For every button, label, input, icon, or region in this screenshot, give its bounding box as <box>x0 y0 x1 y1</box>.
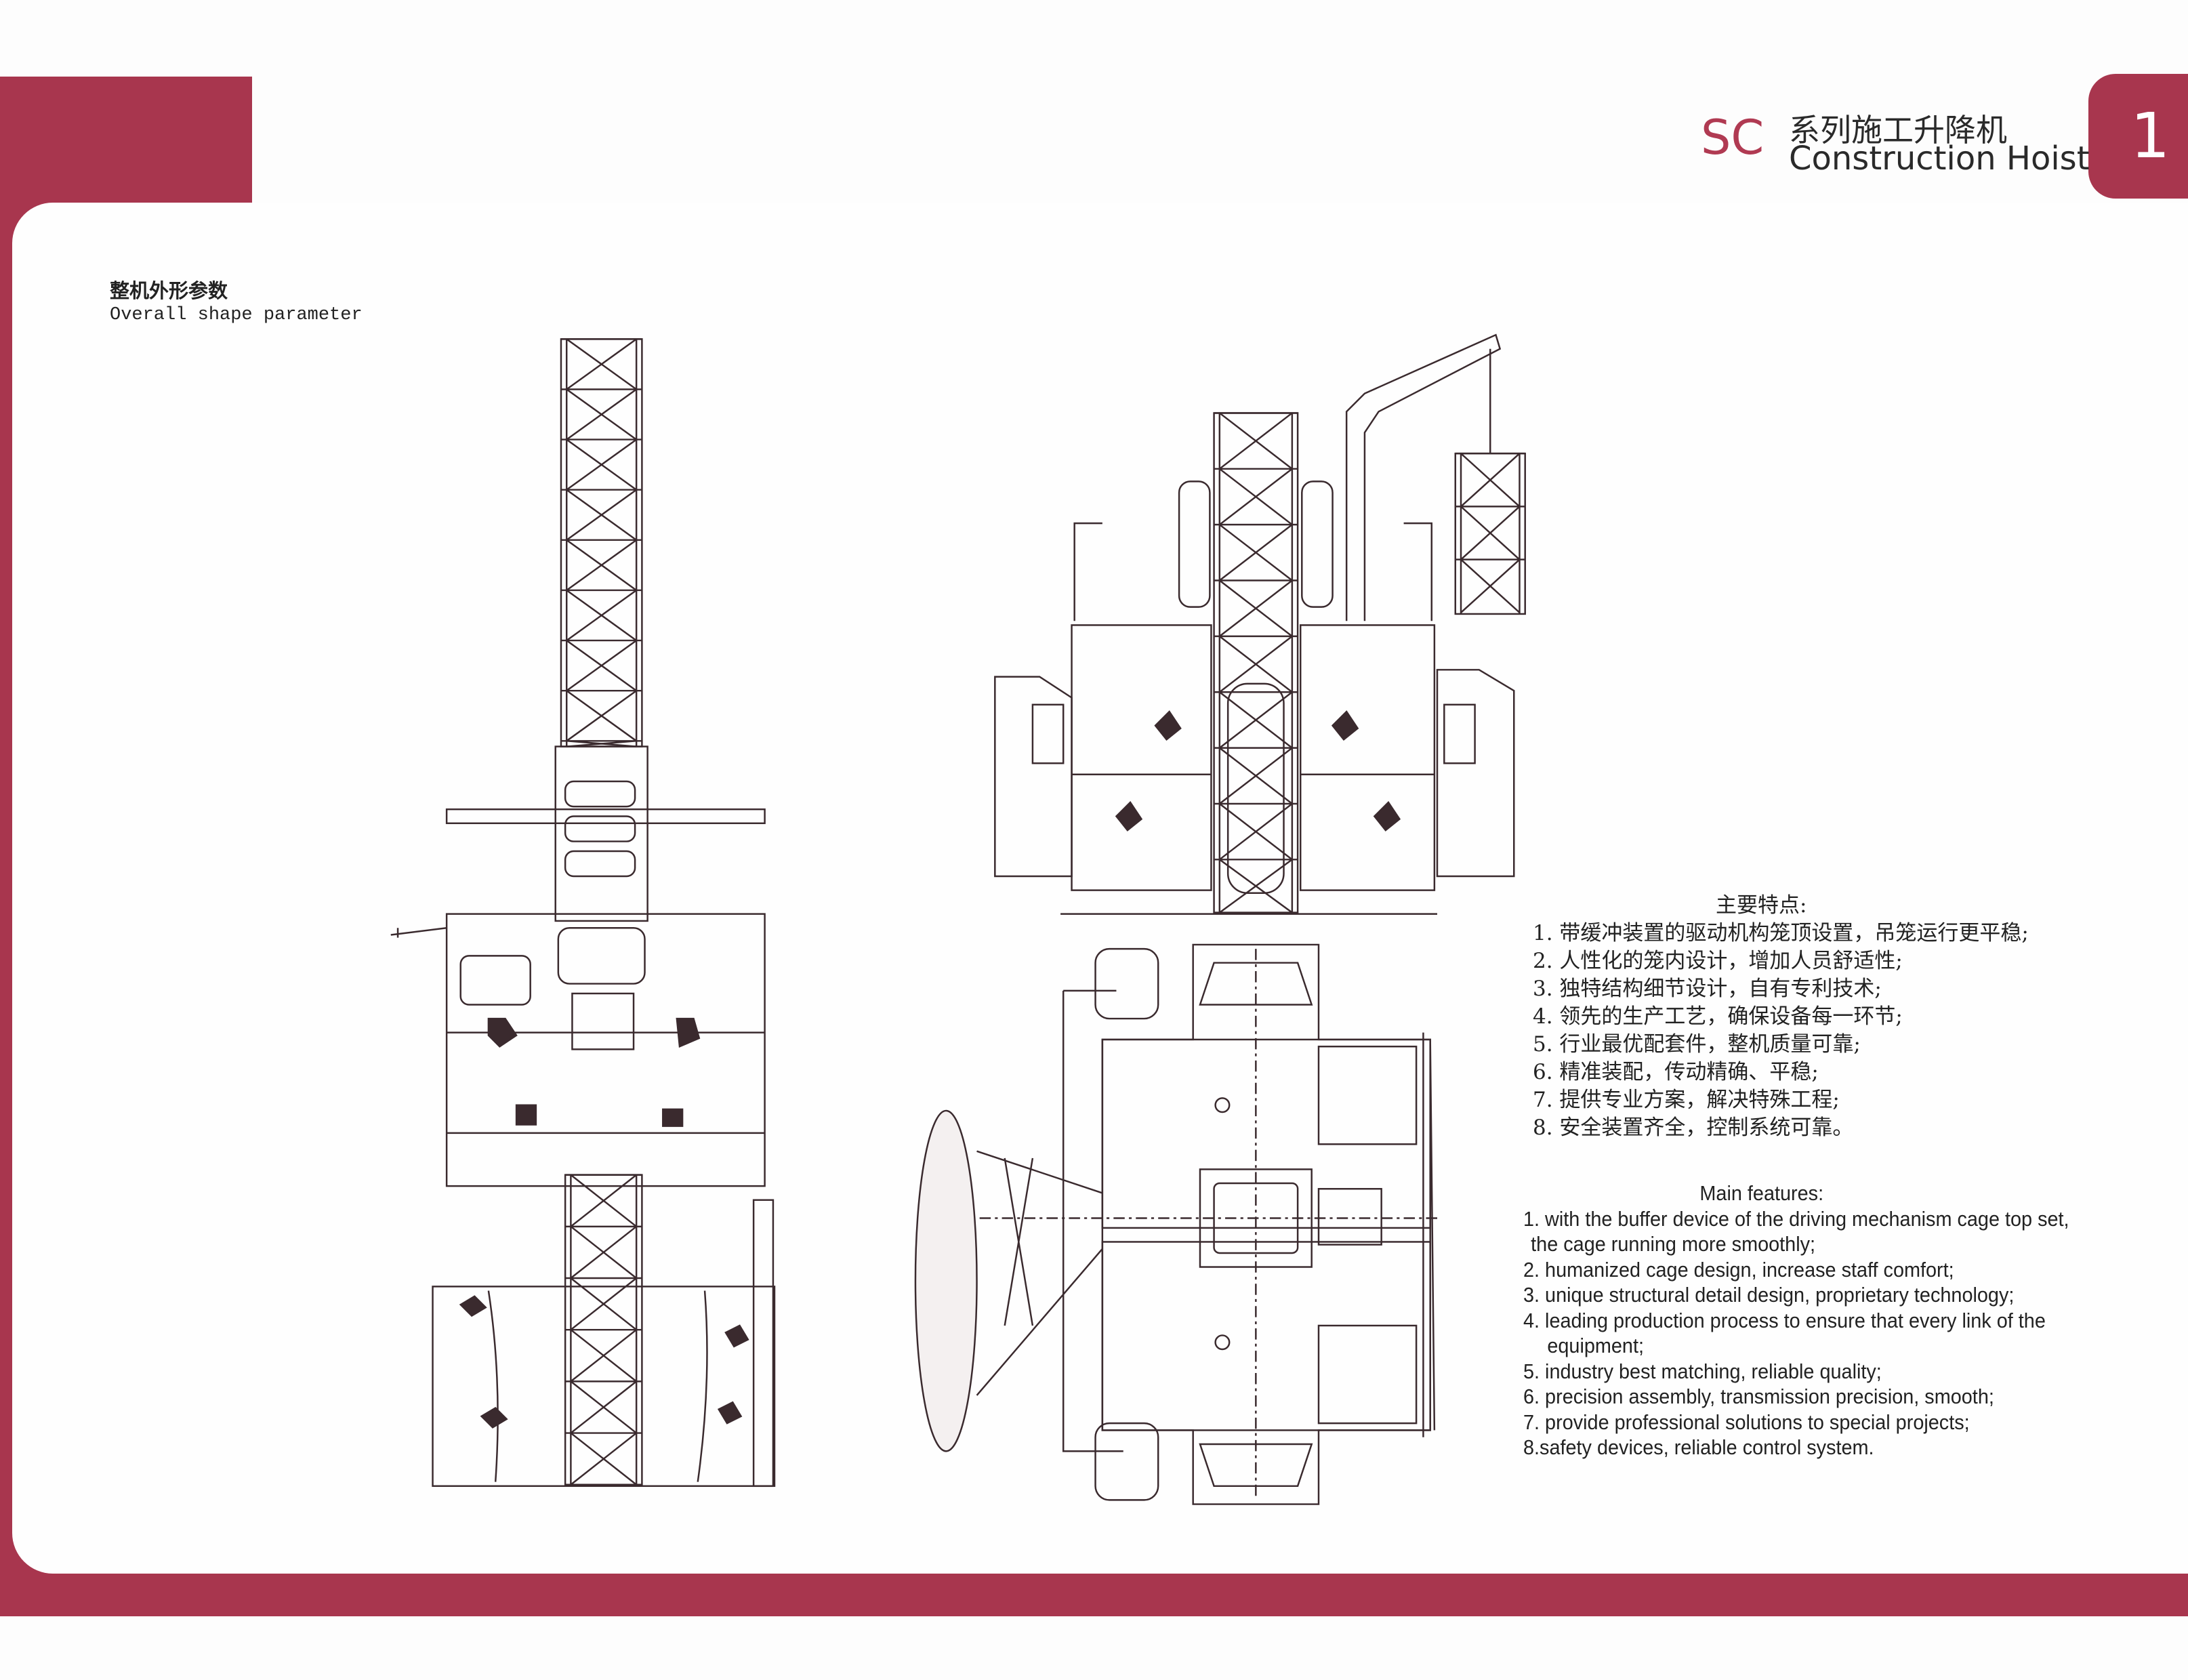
side-door-right <box>1436 669 1515 878</box>
side-door-left <box>994 676 1073 878</box>
lattice-member <box>566 539 637 591</box>
plan-view-drawing <box>914 943 1438 1505</box>
feature-item: 5. 行业最优配套件，整机质量可靠; <box>1533 1032 1861 1057</box>
cage-lower <box>1101 1241 1431 1431</box>
mast-section <box>1213 412 1299 914</box>
lattice-member <box>1219 468 1293 526</box>
section-title-chinese: 整机外形参数 <box>110 279 228 302</box>
cage-upper <box>1101 1038 1431 1229</box>
side-elevation-drawing <box>390 338 776 1488</box>
page-number-tab: 1 <box>2088 74 2188 199</box>
lattice-member <box>1219 524 1293 581</box>
feature-item: 8. 安全装置齐全，控制系统可靠。 <box>1533 1115 1854 1140</box>
content-card <box>12 203 2188 1574</box>
drive-unit <box>554 745 648 922</box>
feature-item: 5. industry best matching, reliable qual… <box>1523 1359 1882 1383</box>
feature-item: 7. 提供专业方案，解决特殊工程; <box>1533 1088 1840 1112</box>
lattice-member <box>570 1380 637 1434</box>
feature-item-continued: equipment; <box>1547 1334 1644 1357</box>
feature-item: 2. humanized cage design, increase staff… <box>1523 1257 1954 1282</box>
panel <box>571 992 635 1050</box>
lattice-member <box>566 690 637 742</box>
lattice-member <box>566 388 637 441</box>
lattice-member <box>1219 802 1293 861</box>
lattice-member <box>1219 691 1293 749</box>
window-mark <box>487 1017 701 1127</box>
features-heading-en: Main features: <box>1699 1181 1824 1205</box>
feature-item: 6. 精准装配，传动精确、平稳; <box>1533 1060 1819 1084</box>
page-number: 1 <box>2130 100 2170 172</box>
mast-section <box>564 1174 643 1486</box>
motor <box>564 850 636 878</box>
lattice-member <box>570 1329 637 1382</box>
mast-section <box>560 338 643 747</box>
cage <box>445 913 766 1187</box>
control-box <box>557 926 646 985</box>
lattice-member <box>566 338 637 390</box>
cage-right <box>1299 624 1436 891</box>
lattice-member <box>1460 453 1521 508</box>
features-chinese: 主要特点: 1. 带缓冲装置的驱动机构笼顶设置，吊笼运行更平稳; 2. 人性化的… <box>1533 892 2029 1142</box>
features-english: Main features: 1. with the buffer device… <box>1523 1181 2069 1460</box>
cable-drum <box>914 1109 978 1452</box>
base-enclosure <box>432 1286 776 1488</box>
title-chinese: 系列施工升降机 <box>1789 112 2007 148</box>
lattice-member <box>566 589 637 642</box>
lattice-section <box>1454 452 1526 615</box>
feature-item: 4. leading production process to ensure … <box>1523 1308 2046 1332</box>
feature-item: 1. with the buffer device of the driving… <box>1523 1206 2069 1231</box>
lattice-member <box>566 640 637 692</box>
title-english: Construction Hoist <box>1789 140 2090 178</box>
feature-item: 2. 人性化的笼内设计，增加人员舒适性; <box>1533 949 1903 973</box>
lattice-member <box>1219 412 1293 470</box>
feature-item-continued: the cage running more smoothly; <box>1531 1232 1816 1256</box>
lattice-member <box>1219 747 1293 804</box>
series-label: SC <box>1701 110 1764 165</box>
feature-item: 1. 带缓冲装置的驱动机构笼顶设置，吊笼运行更平稳; <box>1533 921 2029 945</box>
davit-crane <box>1345 333 1502 621</box>
lattice-member <box>566 489 637 541</box>
lattice-member <box>566 438 637 491</box>
motor <box>564 815 636 842</box>
section-title-english: Overall shape parameter <box>110 305 363 325</box>
feature-item: 6. precision assembly, transmission prec… <box>1523 1385 1994 1408</box>
lattice-member <box>1213 412 1299 914</box>
lattice-member <box>566 740 637 747</box>
features-heading-cn: 主要特点: <box>1716 893 1807 918</box>
motor <box>564 780 636 808</box>
lattice-member <box>570 1225 637 1279</box>
lattice-member <box>1219 579 1293 637</box>
cage-left <box>1071 624 1212 891</box>
lattice-member <box>1460 558 1521 613</box>
lattice-member <box>1219 635 1293 693</box>
feature-item: 8.safety devices, reliable control syste… <box>1523 1435 1874 1459</box>
feature-item: 3. 独特结构细节设计，自有专利技术; <box>1533 977 1882 1001</box>
feature-item: 7. provide professional solutions to spe… <box>1523 1410 1970 1434</box>
lattice-member <box>570 1432 637 1486</box>
lattice-member <box>570 1174 637 1227</box>
feature-item: 4. 领先的生产工艺，确保设备每一环节; <box>1533 1004 1903 1029</box>
lattice-member <box>1460 506 1521 560</box>
cage-top-rail <box>445 808 766 825</box>
lattice-member <box>1219 859 1293 914</box>
front-elevation-drawing <box>994 333 1526 915</box>
feature-item: 3. unique structural detail design, prop… <box>1523 1283 2015 1307</box>
